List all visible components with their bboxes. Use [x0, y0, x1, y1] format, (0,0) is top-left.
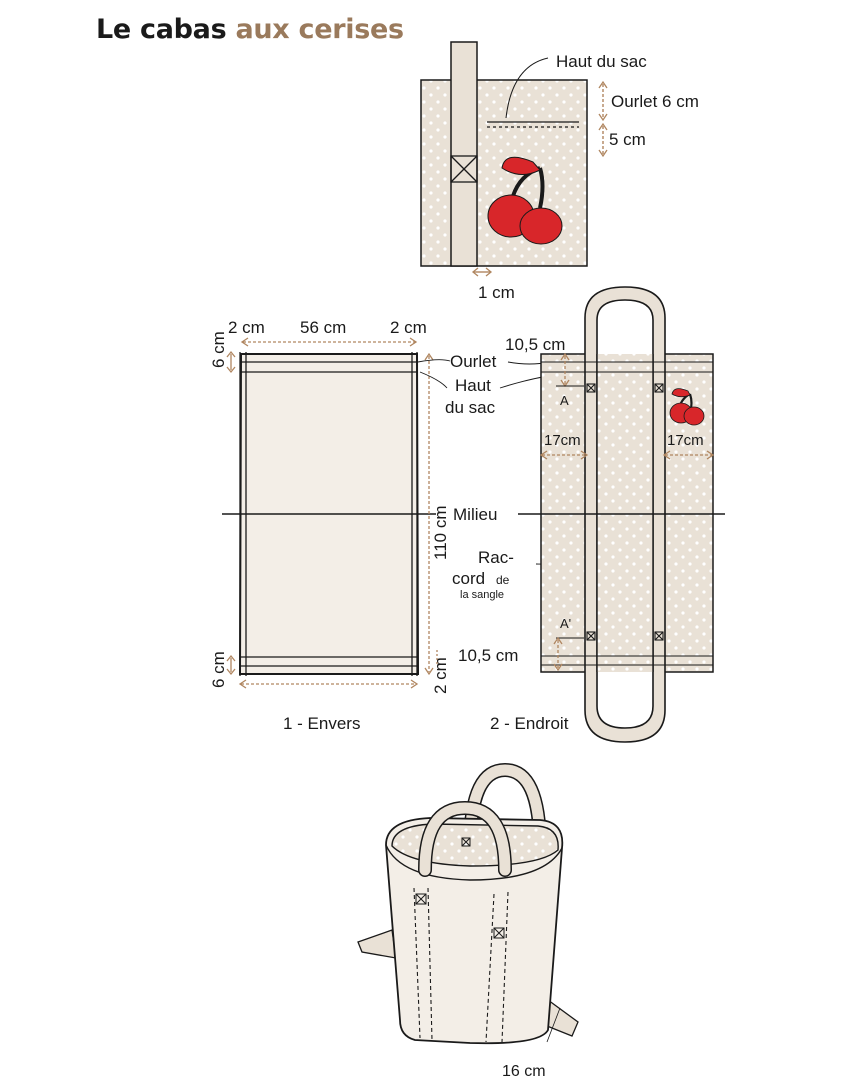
- label-110cm: 110 cm: [431, 506, 450, 561]
- label-raccord-de: de: [496, 573, 510, 587]
- label-la-sangle: la sangle: [460, 589, 504, 601]
- label-10-5cm-top: 10,5 cm: [505, 335, 565, 354]
- label-ourlet-6cm: Ourlet 6 cm: [611, 92, 699, 111]
- panel-endroit: 10,5 cm A 17cm 17cm A' 10,5 cm 2 - Endro…: [458, 286, 725, 743]
- box-stitch-icons: [586, 383, 664, 641]
- label-2cm-left: 2 cm: [228, 318, 265, 337]
- title-main: Le cabas: [96, 14, 227, 45]
- label-6cm-bottom: 6 cm: [209, 651, 228, 688]
- label-du-sac: du sac: [445, 398, 496, 417]
- label-ourlet: Ourlet: [450, 352, 497, 371]
- label-2cm-right: 2 cm: [390, 318, 427, 337]
- label-raccord-2: cord: [452, 569, 485, 588]
- middle-labels: Ourlet Haut du sac Milieu Rac- cord de l…: [417, 352, 656, 601]
- leader-haut: [505, 57, 549, 119]
- label-6cm-top: 6 cm: [209, 331, 228, 368]
- box-stitch-icon: [450, 155, 478, 183]
- label-56cm: 56 cm: [300, 318, 346, 337]
- top-detail: Haut du sac Ourlet 6 cm 5 cm 1 cm: [420, 41, 699, 302]
- label-16cm: 16 cm: [502, 1063, 546, 1080]
- label-raccord-1: Rac-: [478, 548, 514, 567]
- top-strap: [450, 41, 478, 267]
- bag-opening: [391, 823, 559, 867]
- label-1cm: 1 cm: [478, 283, 515, 302]
- label-17cm-left: 17cm: [544, 432, 581, 449]
- label-17cm-right: 17cm: [667, 432, 704, 449]
- caption-endroit: 2 - Endroit: [490, 714, 569, 733]
- label-haut: Haut: [455, 376, 491, 395]
- small-cherry-icon: [669, 388, 705, 426]
- page-title: Le cabas aux cerises: [96, 14, 404, 45]
- panel-envers: 2 cm 56 cm 2 cm 6 cm 6 cm 110 cm 2 cm 1 …: [209, 318, 450, 733]
- title-accent: aux cerises: [235, 14, 404, 45]
- label-haut-du-sac: Haut du sac: [556, 52, 647, 71]
- label-2cm-bottom: 2 cm: [431, 657, 450, 694]
- top-fabric-panel: [420, 79, 588, 267]
- bag-box-stitch-icons: [415, 837, 505, 939]
- label-milieu: Milieu: [453, 505, 497, 524]
- label-5cm: 5 cm: [609, 130, 646, 149]
- bag-3d: 16 cm: [357, 762, 579, 1080]
- side-flap-left: [357, 929, 397, 959]
- mark-a-bottom: A': [560, 616, 571, 631]
- caption-envers: 1 - Envers: [283, 714, 360, 733]
- cherry-icon: [487, 156, 563, 245]
- label-10-5cm-bottom: 10,5 cm: [458, 646, 518, 665]
- mark-a-top: A: [560, 393, 569, 408]
